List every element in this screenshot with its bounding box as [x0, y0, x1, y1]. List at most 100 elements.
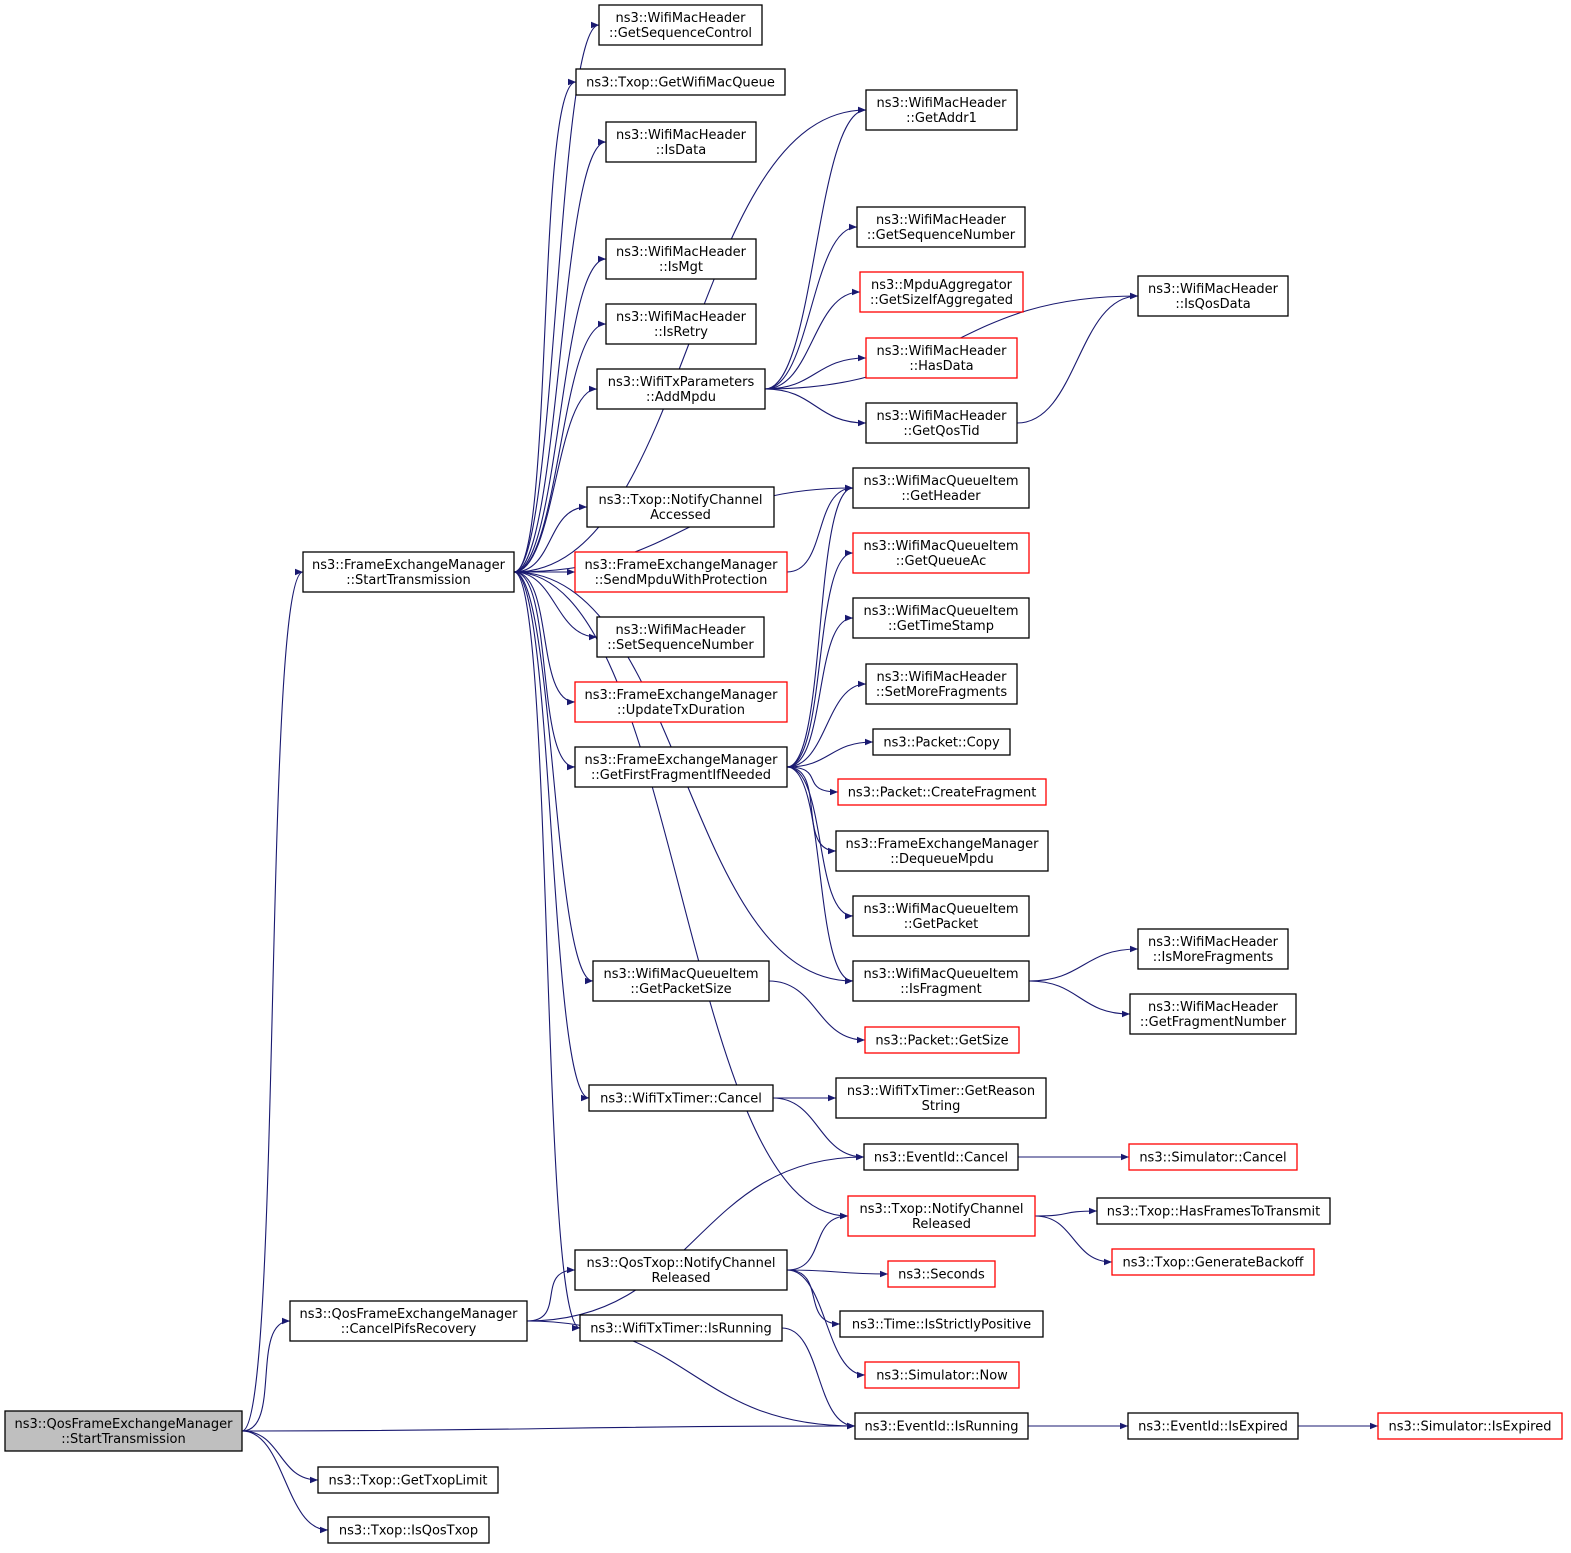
- node-txop-genbackoff[interactable]: ns3::Txop::GenerateBackoff: [1111, 1248, 1315, 1276]
- edge-fem-start-to-txop-getqueue: [513, 78, 577, 573]
- edge-qtxop-notifyreleased-to-seconds: [786, 1269, 889, 1278]
- edge-item-isfragment-to-hdr-ismorefrag: [1028, 945, 1139, 982]
- edge-qtxop-notifyreleased-to-sim-now: [786, 1269, 866, 1379]
- node-box: [574, 551, 788, 593]
- node-label-line: ::IsMgt: [659, 260, 703, 275]
- node-label-line: ns3::WifiMacHeader: [876, 670, 1007, 685]
- node-eventid-isexpired[interactable]: ns3::EventId::IsExpired: [1127, 1412, 1299, 1440]
- node-hdr-isqosdata[interactable]: ns3::WifiMacHeader::IsQosData: [1137, 275, 1289, 317]
- node-item-getpacketsize[interactable]: ns3::WifiMacQueueItem::GetPacketSize: [592, 960, 770, 1002]
- node-time-isstrictlypos[interactable]: ns3::Time::IsStrictlyPositive: [839, 1310, 1044, 1338]
- edge-txop-notifyreleased-to-txop-hasframes: [1034, 1207, 1098, 1217]
- node-hdr-getseqnum[interactable]: ns3::WifiMacHeader::GetSequenceNumber: [856, 206, 1026, 248]
- node-label-line: ::GetPacketSize: [630, 982, 731, 997]
- node-item-getpacket[interactable]: ns3::WifiMacQueueItem::GetPacket: [852, 895, 1030, 937]
- node-label-line: ns3::WifiMacHeader: [876, 409, 1007, 424]
- node-hdr-getseqctl[interactable]: ns3::WifiMacHeader::GetSequenceControl: [598, 4, 763, 46]
- node-eventid-cancel[interactable]: ns3::EventId::Cancel: [863, 1143, 1019, 1171]
- node-item-gettimestamp[interactable]: ns3::WifiMacQueueItem::GetTimeStamp: [852, 597, 1030, 639]
- node-txop-hasframes[interactable]: ns3::Txop::HasFramesToTransmit: [1096, 1197, 1331, 1225]
- node-label-line: ::IsQosData: [1175, 297, 1250, 312]
- node-box: [598, 4, 763, 46]
- node-label-line: ::SetMoreFragments: [876, 685, 1007, 700]
- node-packet-getsize[interactable]: ns3::Packet::GetSize: [864, 1026, 1020, 1054]
- node-txop-isqostxop[interactable]: ns3::Txop::IsQosTxop: [327, 1516, 490, 1544]
- node-hdr-getaddr1[interactable]: ns3::WifiMacHeader::GetAddr1: [865, 89, 1018, 131]
- edge-fem-start-to-txparams-addmpdu: [513, 385, 598, 573]
- node-box: [574, 746, 788, 788]
- node-box: [4, 1410, 243, 1452]
- node-box: [605, 238, 757, 280]
- node-txop-gettxoplimit[interactable]: ns3::Txop::GetTxopLimit: [317, 1466, 499, 1494]
- node-label-line: ns3::Time::IsStrictlyPositive: [852, 1318, 1031, 1333]
- node-label-line: ::StartTransmission: [346, 573, 471, 588]
- node-label-line: ns3::WifiMacHeader: [615, 11, 746, 26]
- node-label-line: ::IsRetry: [654, 325, 708, 340]
- node-agg-getsize[interactable]: ns3::MpduAggregator::GetSizeIfAggregated: [859, 271, 1024, 313]
- node-box: [852, 597, 1030, 639]
- node-fem-start[interactable]: ns3::FrameExchangeManager::StartTransmis…: [302, 551, 515, 593]
- node-hdr-hasdata[interactable]: ns3::WifiMacHeader::HasData: [865, 337, 1018, 379]
- edge-qtxop-notifyreleased-to-time-isstrictlypos: [786, 1269, 841, 1328]
- node-qfem-cancelpifs[interactable]: ns3::QosFrameExchangeManager::CancelPifs…: [289, 1300, 528, 1342]
- node-sim-cancel[interactable]: ns3::Simulator::Cancel: [1128, 1143, 1298, 1171]
- node-hdr-getqostid[interactable]: ns3::WifiMacHeader::GetQosTid: [865, 402, 1018, 444]
- node-item-isfragment[interactable]: ns3::WifiMacQueueItem::IsFragment: [852, 960, 1030, 1002]
- node-seconds[interactable]: ns3::Seconds: [887, 1260, 996, 1288]
- node-eventid-isrunning[interactable]: ns3::EventId::IsRunning: [854, 1412, 1029, 1440]
- node-box: [1111, 1248, 1315, 1276]
- node-timer-isrunning[interactable]: ns3::WifiTxTimer::IsRunning: [579, 1314, 783, 1342]
- node-label-line: ::GetTimeStamp: [888, 619, 994, 634]
- node-label-line: ::StartTransmission: [61, 1432, 186, 1447]
- node-label-line: ns3::WifiTxTimer::GetReason: [847, 1084, 1035, 1099]
- node-packet-createfrag[interactable]: ns3::Packet::CreateFragment: [837, 778, 1047, 806]
- edge-fem-start-to-hdr-ismgt: [513, 255, 607, 573]
- edge-fem-start-to-hdr-getseqctl: [513, 21, 600, 573]
- node-hdr-ismorefrag[interactable]: ns3::WifiMacHeader::IsMoreFragments: [1137, 928, 1289, 970]
- node-hdr-setseqnum[interactable]: ns3::WifiMacHeader::SetSequenceNumber: [596, 616, 765, 658]
- node-timer-cancel[interactable]: ns3::WifiTxTimer::Cancel: [588, 1084, 774, 1112]
- edge-fem-start-to-fem-getfirstfrag: [513, 571, 576, 771]
- node-box: [852, 895, 1030, 937]
- edge-txparams-addmpdu-to-hdr-getseqnum: [764, 223, 858, 390]
- node-box: [859, 271, 1024, 313]
- edge-hdr-getqostid-to-hdr-isqosdata: [1016, 292, 1139, 424]
- node-hdr-ismgt[interactable]: ns3::WifiMacHeader::IsMgt: [605, 238, 757, 280]
- edge-fem-start-to-fem-updatetx: [513, 571, 576, 706]
- node-label-line: Released: [912, 1217, 971, 1232]
- edge-fem-start-to-txop-notifyreleased: [513, 571, 849, 1220]
- node-fem-updatetx[interactable]: ns3::FrameExchangeManager::UpdateTxDurat…: [574, 681, 788, 723]
- node-fem-sendmpdu[interactable]: ns3::FrameExchangeManager::SendMpduWithP…: [574, 551, 788, 593]
- node-packet-copy[interactable]: ns3::Packet::Copy: [872, 728, 1011, 756]
- node-item-getqueueac[interactable]: ns3::WifiMacQueueItem::GetQueueAc: [852, 532, 1030, 574]
- node-txop-getqueue[interactable]: ns3::Txop::GetWifiMacQueue: [575, 68, 786, 96]
- node-label-line: ns3::QosTxop::NotifyChannel: [586, 1256, 775, 1271]
- node-fem-dequeuempdu[interactable]: ns3::FrameExchangeManager::DequeueMpdu: [835, 830, 1049, 872]
- node-txparams-addmpdu[interactable]: ns3::WifiTxParameters::AddMpdu: [596, 368, 766, 410]
- node-hdr-setmorefrag[interactable]: ns3::WifiMacHeader::SetMoreFragments: [865, 663, 1018, 705]
- edge-fem-getfirstfrag-to-item-getheader: [786, 484, 854, 768]
- node-label-line: ::GetQosTid: [903, 424, 979, 439]
- node-sim-isexpired[interactable]: ns3::Simulator::IsExpired: [1377, 1412, 1563, 1440]
- node-label-line: ns3::QosFrameExchangeManager: [14, 1417, 233, 1432]
- node-label-line: ns3::WifiMacHeader: [876, 96, 1007, 111]
- node-sim-now[interactable]: ns3::Simulator::Now: [864, 1361, 1020, 1389]
- edge-timer-cancel-to-eventid-cancel: [772, 1097, 865, 1161]
- node-box: [839, 1310, 1044, 1338]
- node-box: [317, 1466, 499, 1494]
- edge-fem-getfirstfrag-to-packet-copy: [786, 738, 874, 768]
- node-label-line: ::DequeueMpdu: [890, 852, 993, 867]
- node-hdr-isdata[interactable]: ns3::WifiMacHeader::IsData: [605, 121, 757, 163]
- node-hdr-getfragnum[interactable]: ns3::WifiMacHeader::GetFragmentNumber: [1129, 993, 1297, 1035]
- node-label-line: ::GetHeader: [901, 489, 981, 504]
- edge-txop-notifyreleased-to-txop-genbackoff: [1034, 1215, 1113, 1266]
- node-item-getheader[interactable]: ns3::WifiMacQueueItem::GetHeader: [852, 467, 1030, 509]
- node-hdr-isretry[interactable]: ns3::WifiMacHeader::IsRetry: [605, 303, 757, 345]
- node-fem-getfirstfrag[interactable]: ns3::FrameExchangeManager::GetFirstFragm…: [574, 746, 788, 788]
- node-label-line: ::GetQueueAc: [896, 554, 986, 569]
- edge-root-to-txop-isqostxop: [241, 1430, 329, 1534]
